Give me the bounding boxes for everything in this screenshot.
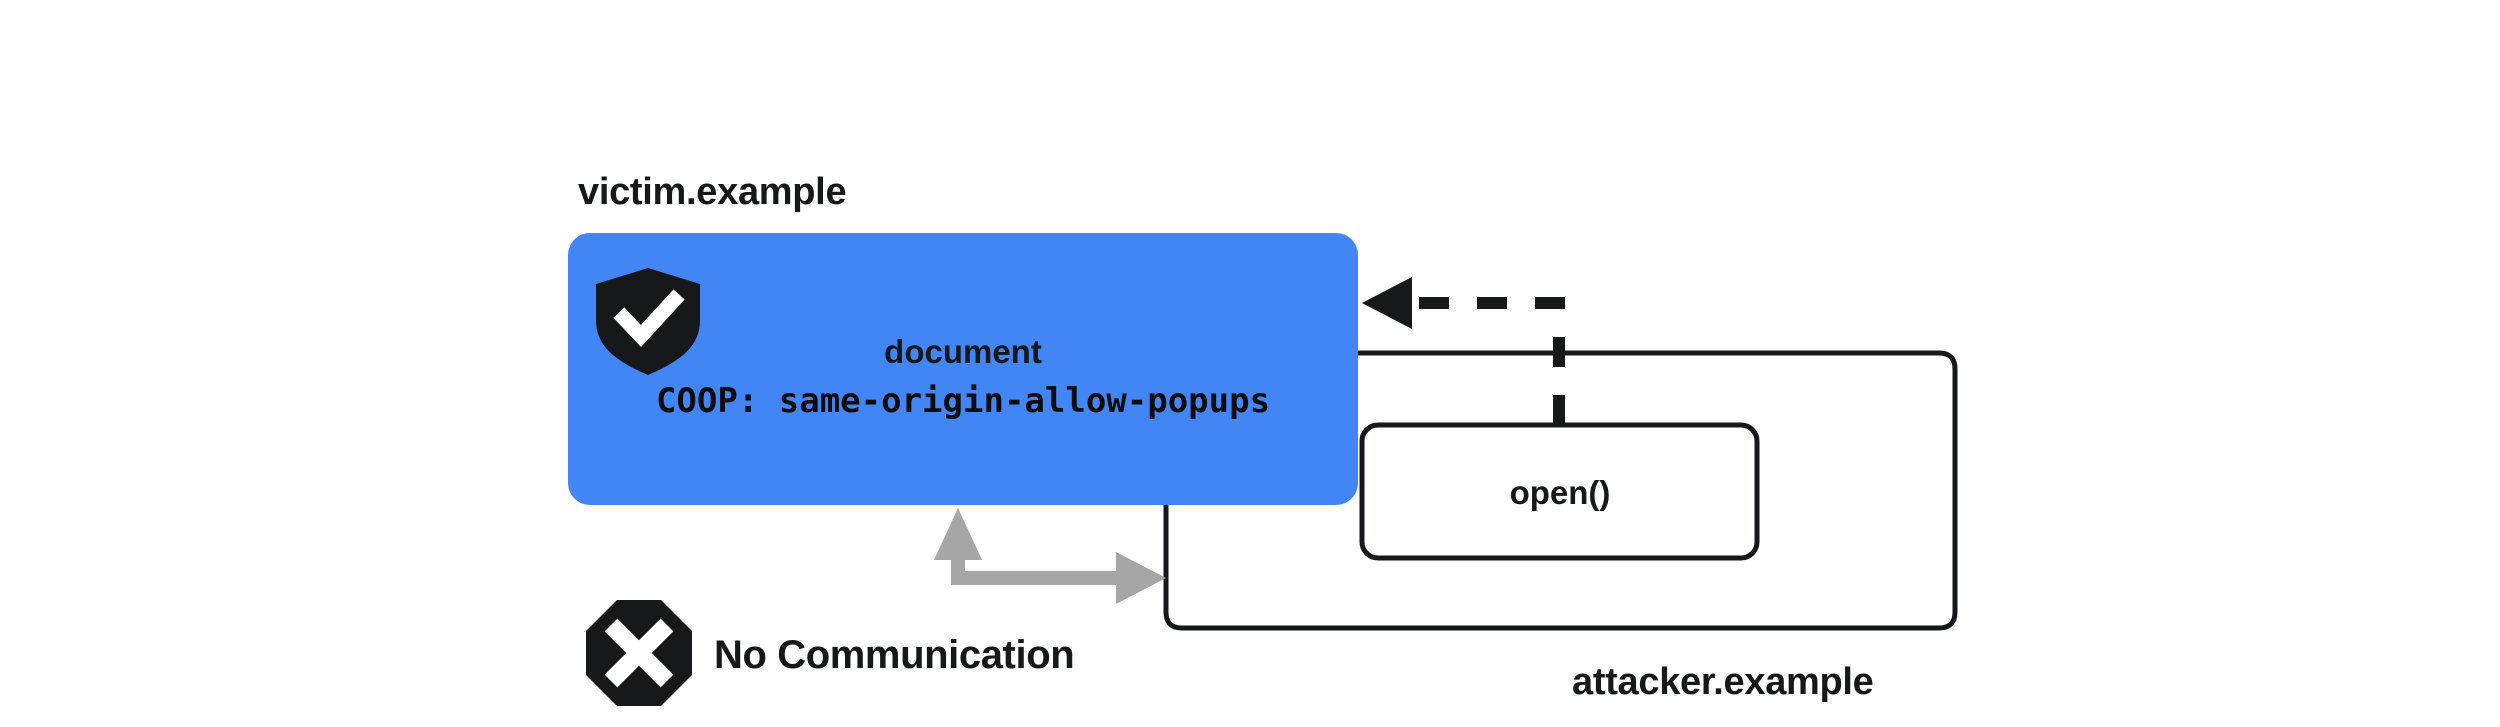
- no-communication-label: No Communication: [714, 633, 1074, 677]
- document-label: document: [884, 333, 1042, 370]
- attacker-enclosure-outline: [1163, 350, 1958, 631]
- attacker-origin-label: attacker.example: [1572, 661, 1874, 703]
- coop-header-label: COOP: same-origin-allow-popups: [656, 381, 1270, 421]
- shield-check-icon: [596, 268, 700, 375]
- open-arrowhead-icon: [1362, 277, 1412, 329]
- open-dashed-connector: [1405, 297, 1565, 425]
- victim-document-card: [568, 233, 1358, 505]
- octagon-x-icon: [586, 600, 692, 706]
- no-communication-connector: [951, 543, 1130, 585]
- no-communication-arrowhead-right-icon: [1116, 552, 1166, 604]
- open-call-label: open(): [1510, 474, 1611, 511]
- victim-origin-label: victim.example: [578, 171, 846, 213]
- no-communication-arrowhead-up-icon: [934, 508, 982, 560]
